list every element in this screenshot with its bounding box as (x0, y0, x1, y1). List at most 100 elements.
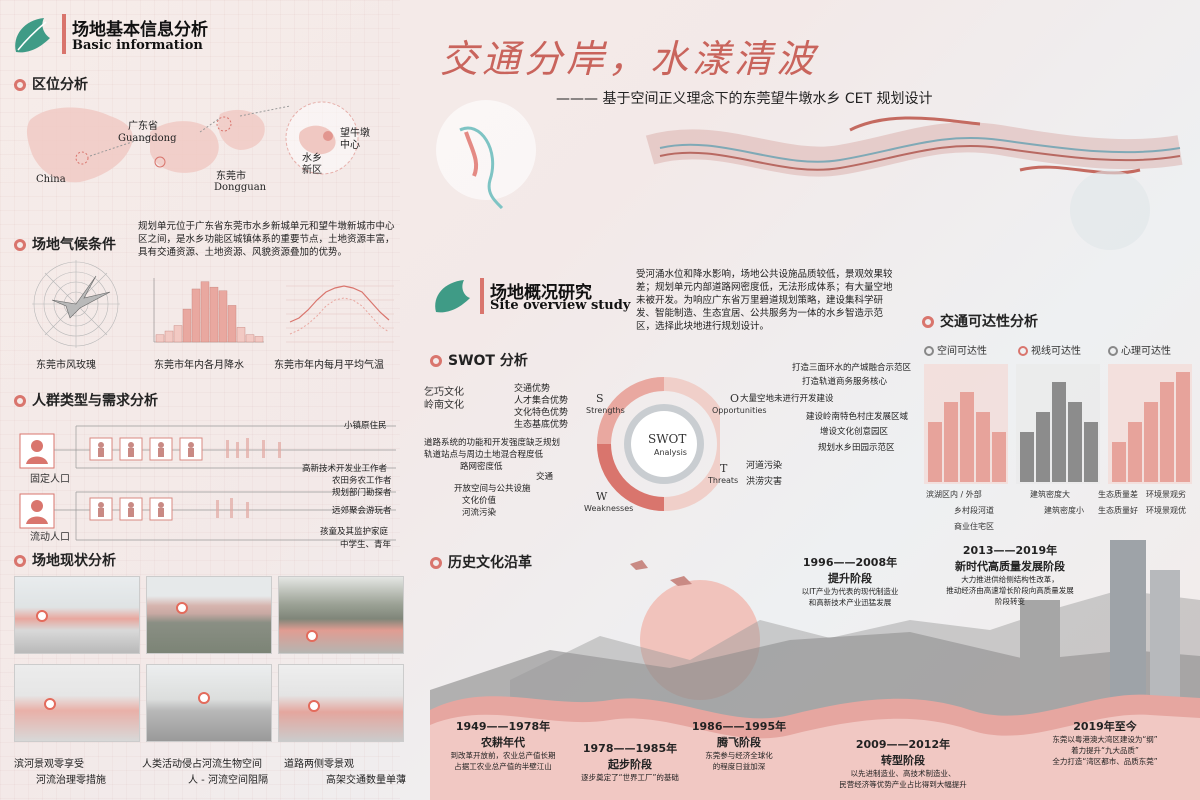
period-name: 农耕年代 (481, 736, 525, 749)
location-title-text: 区位分析 (32, 77, 88, 93)
status-title-text: 场地现状分析 (32, 553, 116, 569)
status-caption-1: 滨河景观零享受 (14, 759, 84, 770)
crowd-tag-4: 远郊聚会游玩者 (332, 506, 392, 516)
rain-bar (227, 305, 237, 343)
crowd-title-text: 人群类型与需求分析 (32, 393, 158, 409)
status-caption-3: 人类活动侵占河流生物空间 (142, 759, 262, 770)
traffic-label-2: 商业住宅区 (954, 522, 994, 531)
rain-bar (218, 290, 228, 343)
period-years: 1949——1978年 (455, 720, 551, 733)
period-desc: 以IT产业为代表的现代制造业 和高新技术产业迅猛发展 (801, 587, 899, 607)
status-photo-4 (14, 664, 140, 742)
floating-pop-label: 流动人口 (30, 532, 70, 543)
section-bullet-icon (14, 555, 26, 567)
crowd-section-title: 人群类型与需求分析 (14, 390, 158, 410)
swot-w-item-1: 轨道站点与周边土地混合程度低 (424, 450, 544, 460)
swot-s-left: 乞巧文化 岭南文化 (424, 387, 464, 411)
dongguan-cn-label: 东莞市 (216, 171, 246, 182)
header-bar (62, 14, 66, 54)
status-photo-3 (278, 576, 404, 654)
rain-bar (200, 281, 210, 343)
swot-center-sub: Analysis (654, 448, 687, 457)
wind-rose-caption: 东莞市风玫瑰 (36, 360, 96, 371)
status-photo-6 (278, 664, 404, 742)
swot-t-letter: T (720, 462, 728, 475)
crowd-tag-6: 中学生、青年 (340, 540, 392, 550)
section-bullet-icon (14, 79, 26, 91)
leaf-logo-icon (435, 280, 470, 313)
period-name: 腾飞阶段 (717, 736, 761, 749)
location-section-title: 区位分析 (14, 74, 88, 94)
history-period-0: 1949——1978年 农耕年代 到改革开放前，农业总产值长期 占据工农业总产值… (448, 718, 558, 772)
swot-section-title: SWOT 分析 (430, 350, 528, 370)
status-photo-5 (146, 664, 272, 742)
status-pin-icon (36, 610, 48, 622)
wind-rose-chart (32, 260, 120, 348)
status-pin-icon (44, 698, 56, 710)
history-period-4: 2009——2012年 转型阶段 以先进制造业、高技术制造业、 民营经济等优势产… (818, 736, 988, 790)
climate-section-title: 场地气候条件 (14, 234, 116, 254)
history-period-5: 2013——2019年 新时代高质量发展阶段 大力推进供给侧结构性改革， 推动经… (930, 542, 1090, 607)
status-caption-2: 河流治理零措施 (36, 775, 106, 786)
section-bullet-icon (922, 316, 934, 328)
crowd-diagram (19, 425, 396, 541)
swot-s-item-0: 交通优势 (514, 384, 551, 394)
period-years: 2013——2019年 (962, 544, 1058, 557)
location-map (26, 101, 359, 183)
guangdong-cn-label: 广东省 (128, 121, 158, 132)
swot-diagram (597, 377, 720, 511)
period-years: 1986——1995年 (691, 720, 787, 733)
rain-bar (245, 334, 255, 343)
swot-t-word: Threats (708, 476, 739, 485)
period-desc: 逐步奠定了“世界工厂”的基础 (581, 773, 679, 782)
swot-o-item-5: 规划水乡田园示范区 (818, 443, 895, 453)
period-desc: 东莞参与经济全球化 的程度日益加深 (705, 751, 773, 771)
section-bullet-icon (14, 239, 26, 251)
history-section-title: 历史文化沿革 (430, 552, 532, 572)
traffic-block-charts (924, 364, 1192, 484)
fixed-pop-label: 固定人口 (30, 474, 70, 485)
status-section-title: 场地现状分析 (14, 550, 116, 570)
rain-bar (236, 327, 246, 343)
period-name: 提升阶段 (828, 572, 872, 585)
history-timeline-scene (430, 540, 1200, 800)
period-desc: 到改革开放前，农业总产值长期 占据工农业总产值的半壁江山 (450, 751, 556, 771)
swot-o-item-0: 打造三面环水的产城融合示范区 (792, 363, 912, 373)
traffic-section-title: 交通可达性分析 (922, 311, 1038, 331)
status-caption-6: 高架交通数量单薄 (326, 775, 406, 786)
swot-s-word: Strengths (586, 406, 625, 415)
china-label: China (36, 174, 66, 185)
status-photo-1 (14, 576, 140, 654)
swot-w-item-4: 文化价值 (462, 496, 497, 506)
temperature-chart (286, 285, 394, 343)
rain-bar (209, 286, 219, 343)
swot-w-word: Weaknesses (584, 504, 634, 513)
status-pin-icon (176, 602, 188, 614)
hero-site-map (436, 100, 1183, 250)
traffic-label-1: 乡村段河道 (954, 506, 994, 515)
swot-w-letter: W (596, 490, 608, 503)
section-bullet-icon (430, 557, 442, 569)
period-years: 2019年至今 (1073, 720, 1137, 733)
swot-w-item-5: 河流污染 (462, 508, 497, 518)
history-period-2: 1986——1995年 腾飞阶段 东莞参与经济全球化 的程度日益加深 (684, 718, 794, 772)
location-description: 规划单元位于广东省东莞市水乡新城单元和望牛墩新城市中心区之间，是水乡功能区城镇体… (138, 221, 395, 258)
rain-bar (164, 330, 174, 343)
traffic-label-5: 生态质量差 (1098, 490, 1138, 499)
waterside-label: 水乡 新区 (302, 153, 322, 176)
temperature-caption: 东莞市年内每月平均气温 (274, 360, 384, 371)
traffic-label-0: 滨湖区内 / 外部 (926, 490, 982, 499)
guangdong-en-label: Guangdong (118, 133, 177, 144)
leaf-logo-icon (15, 18, 50, 53)
crowd-tag-1: 高新技术开发业工作者 (302, 464, 388, 474)
swot-title-text: SWOT 分析 (448, 353, 528, 369)
traffic-label-7: 生态质量好 (1098, 506, 1138, 515)
swot-center-label: SWOT (648, 432, 687, 446)
crowd-tag-0: 小镇原住民 (344, 421, 387, 431)
traffic-label-4: 建筑密度小 (1044, 506, 1084, 515)
basic-info-title-en: Basic information (72, 38, 203, 53)
crowd-tag-2: 农田务农工作者 (332, 476, 392, 486)
swot-w-item-2: 路网密度低 (460, 462, 503, 472)
history-period-6: 2019年至今 东莞以粤港澳大湾区建设为“纲” 着力提升“九大品质” 全力打造“… (1030, 718, 1180, 767)
swot-o-item-1: 打造轨道商务服务核心 (802, 377, 888, 387)
